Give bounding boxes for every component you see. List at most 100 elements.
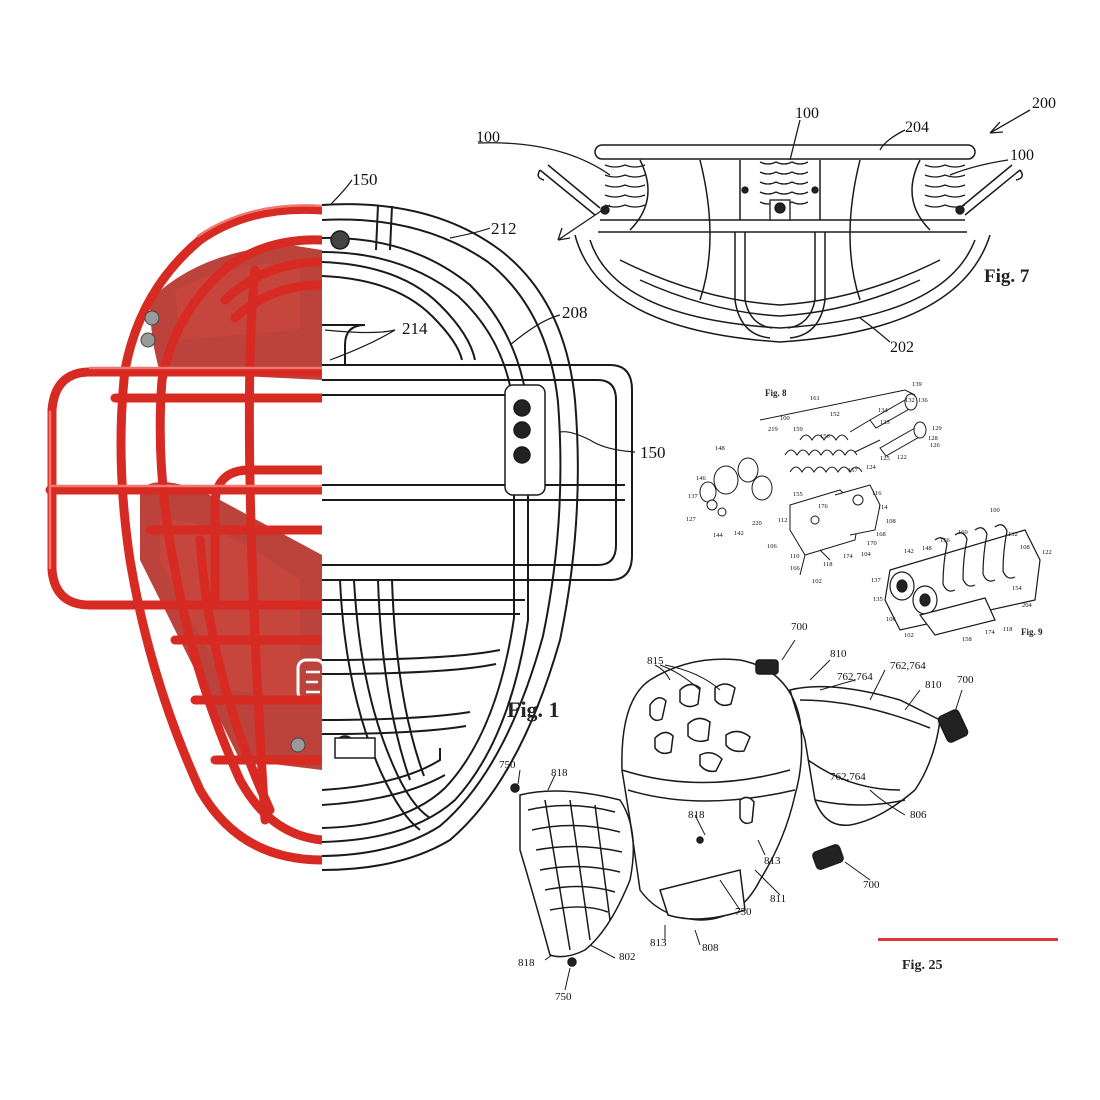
inner-frame-line-b [321, 251, 515, 829]
svg-text:219: 219 [768, 426, 778, 433]
fig8-labels: 139 132 136 134 133 129 128 126 122 124 … [686, 381, 942, 585]
svg-text:104: 104 [861, 551, 872, 558]
fig7-label-100-left: 100 [476, 129, 500, 146]
svg-text:148: 148 [922, 545, 932, 552]
red-vertical-2 [195, 535, 275, 815]
svg-text:139: 139 [912, 381, 922, 388]
red-bar-2 [230, 280, 327, 323]
svg-text:134: 134 [878, 407, 889, 414]
fig8-caption: Fig. 8 [765, 388, 787, 398]
svg-text:142: 142 [904, 548, 914, 555]
svg-text:132: 132 [905, 397, 915, 404]
svg-text:128: 128 [928, 435, 938, 442]
red-vertical-1 [244, 265, 270, 825]
fig7-label-100-right: 100 [1010, 147, 1034, 164]
svg-text:762,764: 762,764 [837, 671, 873, 683]
svg-text:136: 136 [918, 397, 929, 404]
svg-text:122: 122 [1042, 549, 1052, 556]
svg-text:750: 750 [735, 906, 752, 918]
svg-text:174: 174 [843, 553, 854, 560]
svg-text:813: 813 [764, 855, 781, 867]
fig25-helmet-exploded: 700 810 815 762,764 762,764 810 700 750 … [499, 621, 1058, 1003]
fig1-caption: Fig. 1 [507, 697, 560, 722]
red-side-hardware [140, 310, 306, 753]
svg-text:152: 152 [830, 411, 840, 418]
catchers-mask-red-half [45, 204, 327, 865]
svg-text:156: 156 [940, 537, 951, 544]
svg-text:146: 146 [696, 475, 707, 482]
fig25-caption: Fig. 25 [902, 958, 942, 973]
label-150-top: 150 [352, 170, 378, 189]
svg-text:204: 204 [1022, 602, 1033, 609]
svg-text:818: 818 [551, 767, 568, 779]
svg-text:102: 102 [904, 632, 914, 639]
svg-text:159: 159 [793, 426, 803, 433]
svg-text:813: 813 [650, 937, 667, 949]
svg-text:174: 174 [985, 629, 996, 636]
svg-text:118: 118 [1003, 626, 1013, 633]
label-214: 214 [402, 319, 428, 338]
svg-text:124: 124 [866, 464, 877, 471]
svg-text:106: 106 [767, 543, 778, 550]
red-bar-1 [220, 257, 327, 305]
svg-text:818: 818 [688, 809, 705, 821]
side-loop-line-a [322, 364, 633, 581]
main-mask-labels: 150 212 214 208 150 [352, 170, 666, 462]
svg-text:126: 126 [930, 442, 941, 449]
svg-text:129: 129 [932, 425, 942, 432]
fig7-springs [600, 161, 966, 221]
fig7-label-204: 204 [905, 119, 929, 136]
svg-text:750: 750 [499, 759, 516, 771]
outer-frame-line-b [321, 218, 562, 857]
svg-text:168: 168 [876, 531, 886, 538]
red-side-loop [47, 367, 327, 610]
svg-text:815: 815 [647, 655, 664, 667]
fig25-accent-rule [878, 938, 1058, 941]
inner-frame-line-a [321, 236, 529, 843]
svg-text:122: 122 [897, 454, 907, 461]
svg-text:112: 112 [778, 517, 788, 524]
svg-text:116: 116 [872, 490, 882, 497]
svg-text:700: 700 [957, 674, 974, 686]
helmet-shell [621, 658, 803, 921]
svg-text:700: 700 [863, 879, 880, 891]
svg-text:160: 160 [958, 529, 968, 536]
fig7-label-200: 200 [1032, 95, 1056, 112]
svg-text:135: 135 [873, 596, 883, 603]
svg-text:155: 155 [793, 491, 803, 498]
svg-text:127: 127 [686, 516, 697, 523]
svg-text:806: 806 [910, 809, 927, 821]
svg-text:114: 114 [878, 504, 888, 511]
svg-text:148: 148 [715, 445, 725, 452]
svg-text:220: 220 [752, 520, 762, 527]
svg-text:142: 142 [734, 530, 744, 537]
fig9-assembled-view: 100 132 160 156 108 122 142 148 137 135 … [871, 507, 1052, 643]
svg-text:137: 137 [688, 493, 699, 500]
svg-text:176: 176 [818, 503, 829, 510]
label-150-side: 150 [640, 443, 666, 462]
svg-text:108: 108 [886, 518, 896, 525]
svg-text:110: 110 [790, 553, 800, 560]
svg-text:133: 133 [880, 419, 890, 426]
svg-text:137: 137 [871, 577, 882, 584]
svg-text:802: 802 [619, 951, 636, 963]
label-208: 208 [562, 303, 588, 322]
fig9-labels: 100 132 160 156 108 122 142 148 137 135 … [871, 507, 1052, 643]
red-inner-frame [155, 235, 327, 845]
fig8-exploded-view: Fig. 8 139 132 [686, 381, 942, 585]
svg-text:102: 102 [812, 578, 822, 585]
fig9-caption: Fig. 9 [1021, 627, 1043, 637]
svg-text:808: 808 [702, 942, 719, 954]
outer-frame-line-a [321, 203, 579, 871]
svg-text:157: 157 [848, 467, 859, 474]
svg-text:818: 818 [518, 957, 535, 969]
fig7-label-202: 202 [890, 339, 914, 356]
svg-text:125: 125 [880, 455, 890, 462]
svg-text:154: 154 [1012, 585, 1023, 592]
svg-text:810: 810 [830, 648, 847, 660]
svg-text:118: 118 [823, 561, 833, 568]
svg-text:810: 810 [925, 679, 942, 691]
svg-text:156: 156 [820, 433, 831, 440]
catchers-mask-line-half [321, 179, 642, 885]
